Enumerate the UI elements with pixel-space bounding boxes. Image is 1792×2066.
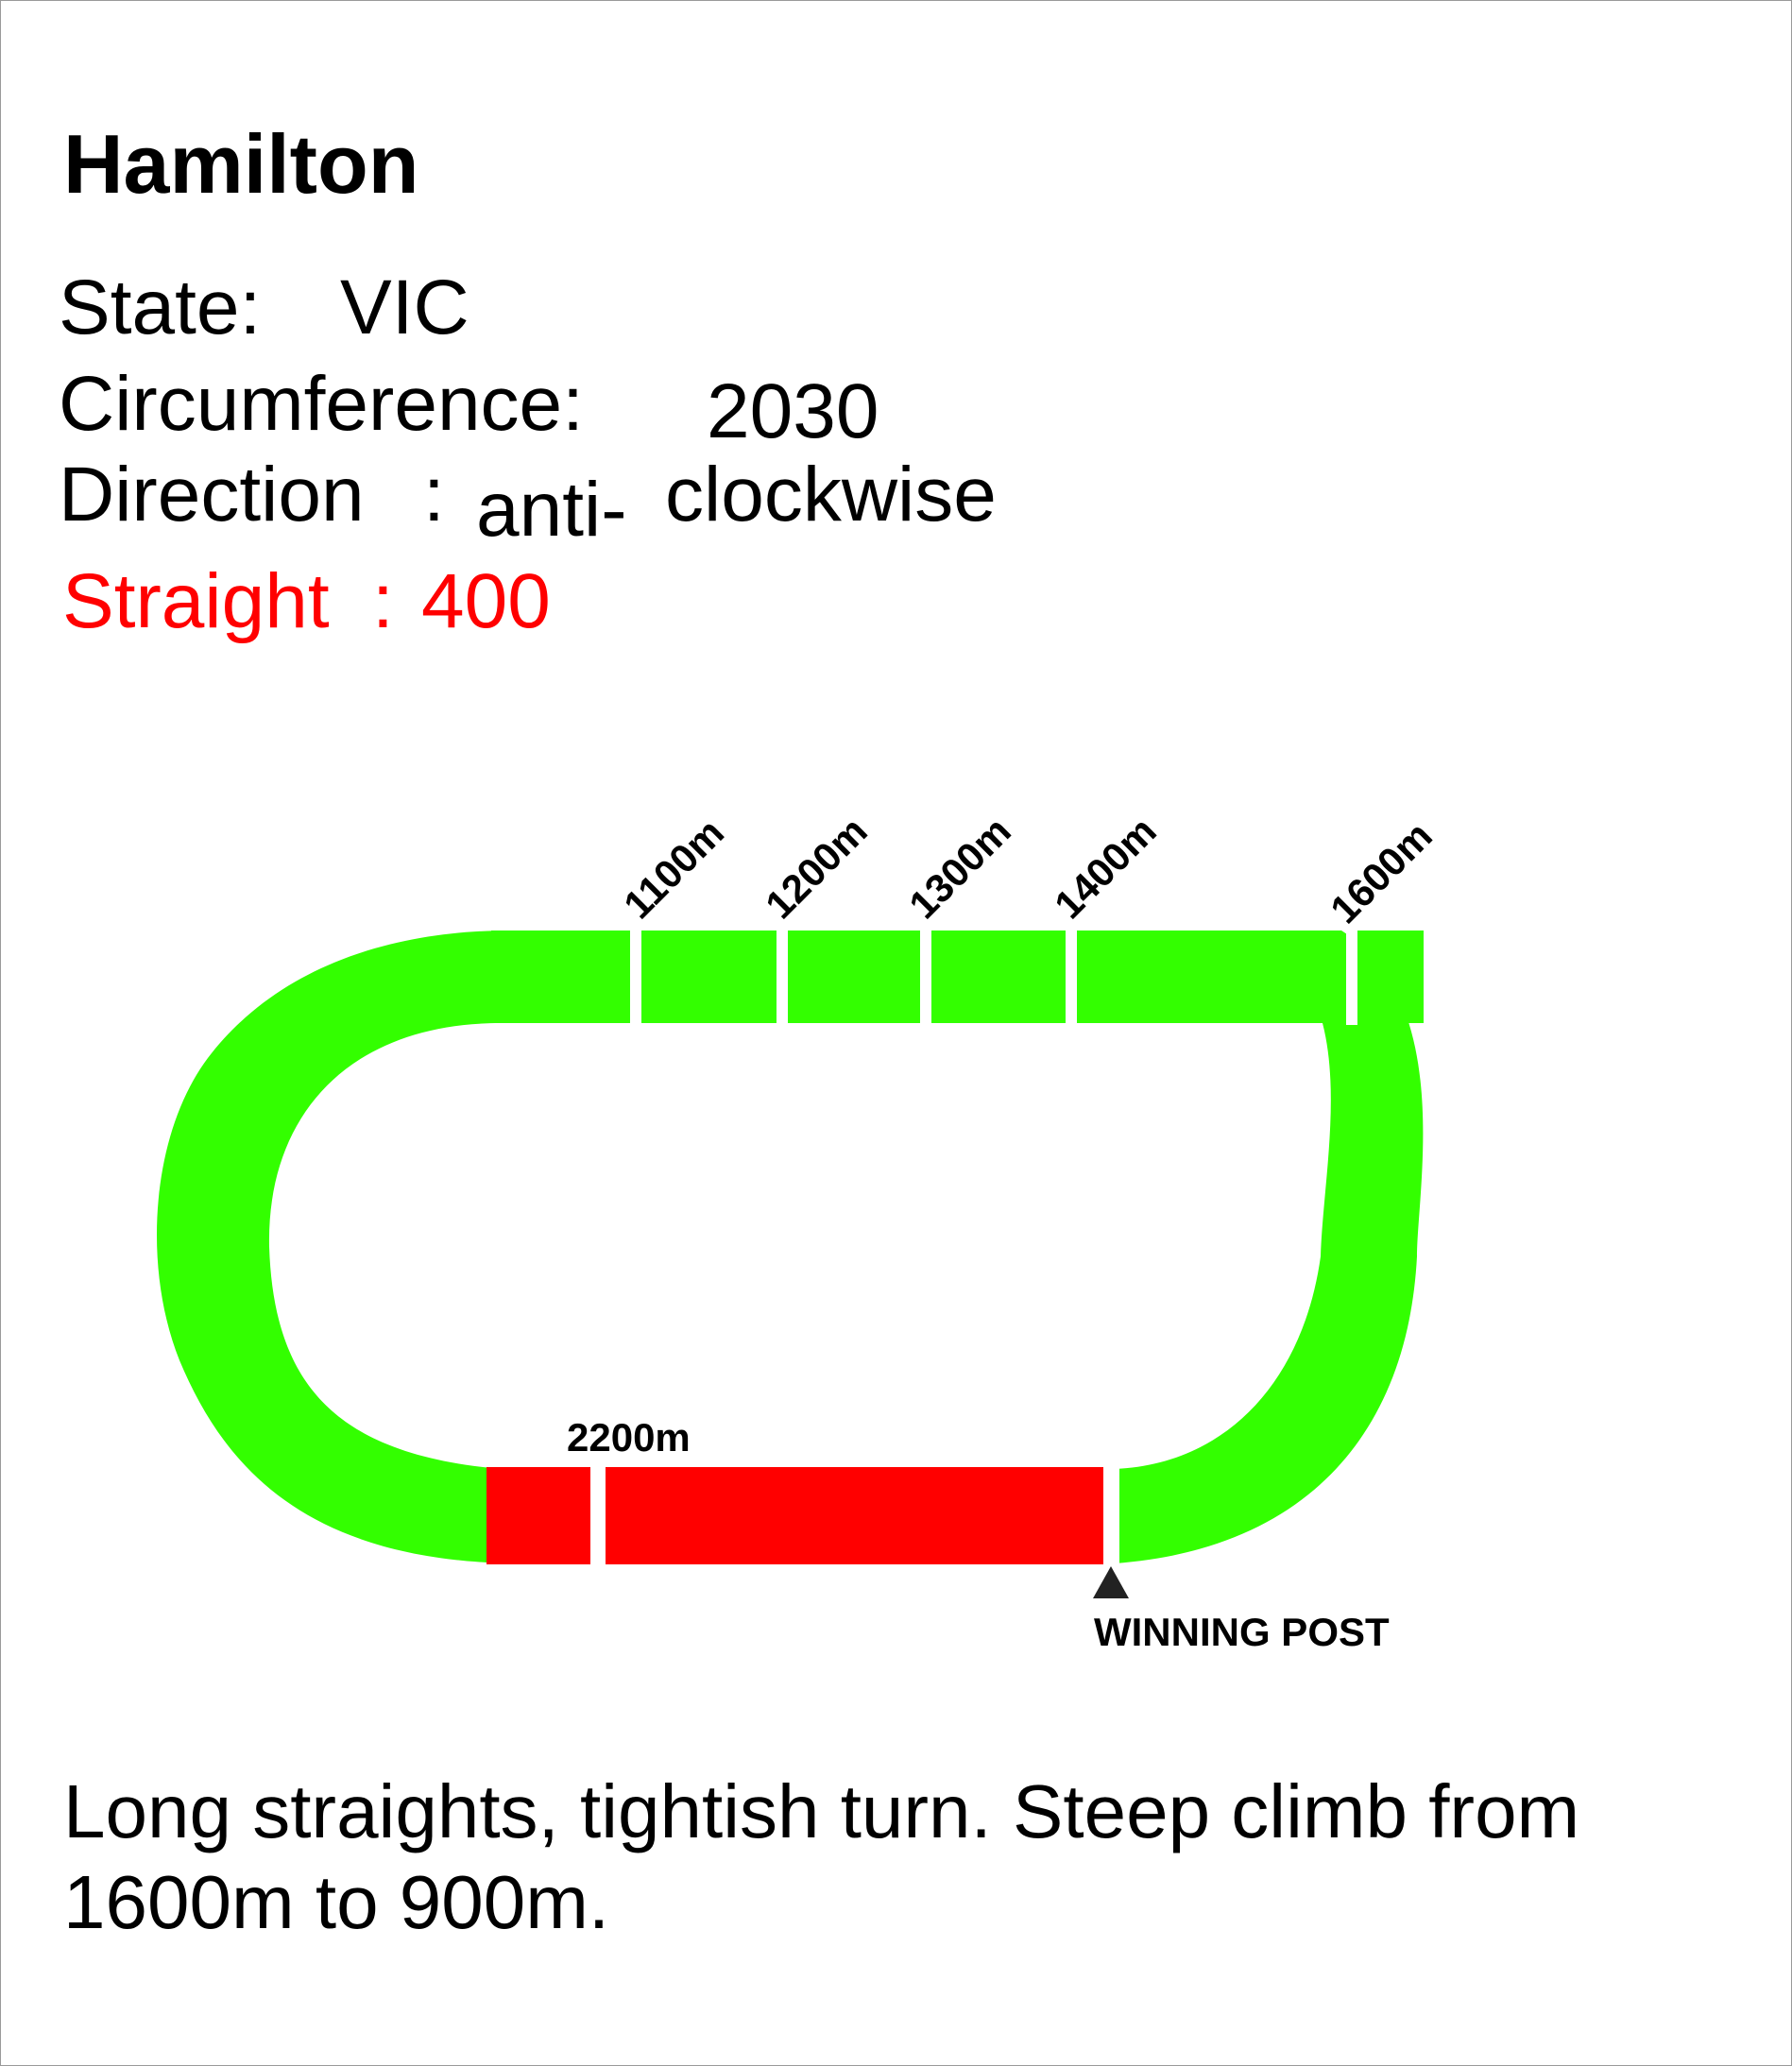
circumference-label: Circumference: [59, 361, 584, 447]
track-description: Long straights, tightish turn. Steep cli… [63, 1769, 1580, 1944]
marker-1300m: 1300m [900, 809, 1019, 928]
direction-value-part1: anti- [476, 467, 627, 553]
track-oval [157, 931, 1424, 1563]
top-segment-start [491, 931, 630, 1023]
winning-post-icon [1093, 1566, 1129, 1598]
track-title: Hamilton [63, 117, 419, 211]
gap-1300m [920, 926, 931, 1030]
gap-winning-post [1103, 1464, 1119, 1568]
circumference-value: 2030 [707, 368, 879, 454]
gap-1400m [1066, 926, 1077, 1030]
marker-1200m: 1200m [757, 809, 876, 928]
winning-post-label: WINNING POST [1094, 1610, 1390, 1654]
gap-1600m [1346, 926, 1357, 1025]
state-value: VIC [340, 265, 469, 350]
marker-1100m: 1100m [615, 810, 732, 927]
direction-label: Direction [59, 452, 365, 538]
marker-1600m: 1600m [1322, 813, 1441, 932]
marker-1400m: 1400m [1046, 809, 1165, 928]
home-straight-2200m-segment [486, 1467, 590, 1564]
home-straight [606, 1467, 1103, 1564]
gap-1100m [630, 926, 641, 1030]
marker-2200m: 2200m [567, 1415, 691, 1460]
gap-1200m [777, 926, 788, 1030]
gap-2200m [590, 1464, 606, 1568]
straight-colon: : [372, 558, 394, 644]
chute-segment [1357, 931, 1424, 1023]
direction-value-part2: clockwise [665, 452, 997, 538]
state-label: State: [59, 265, 262, 350]
direction-colon: : [423, 452, 445, 538]
straight-label: Straight [62, 558, 330, 644]
straight-value: 400 [421, 558, 551, 644]
